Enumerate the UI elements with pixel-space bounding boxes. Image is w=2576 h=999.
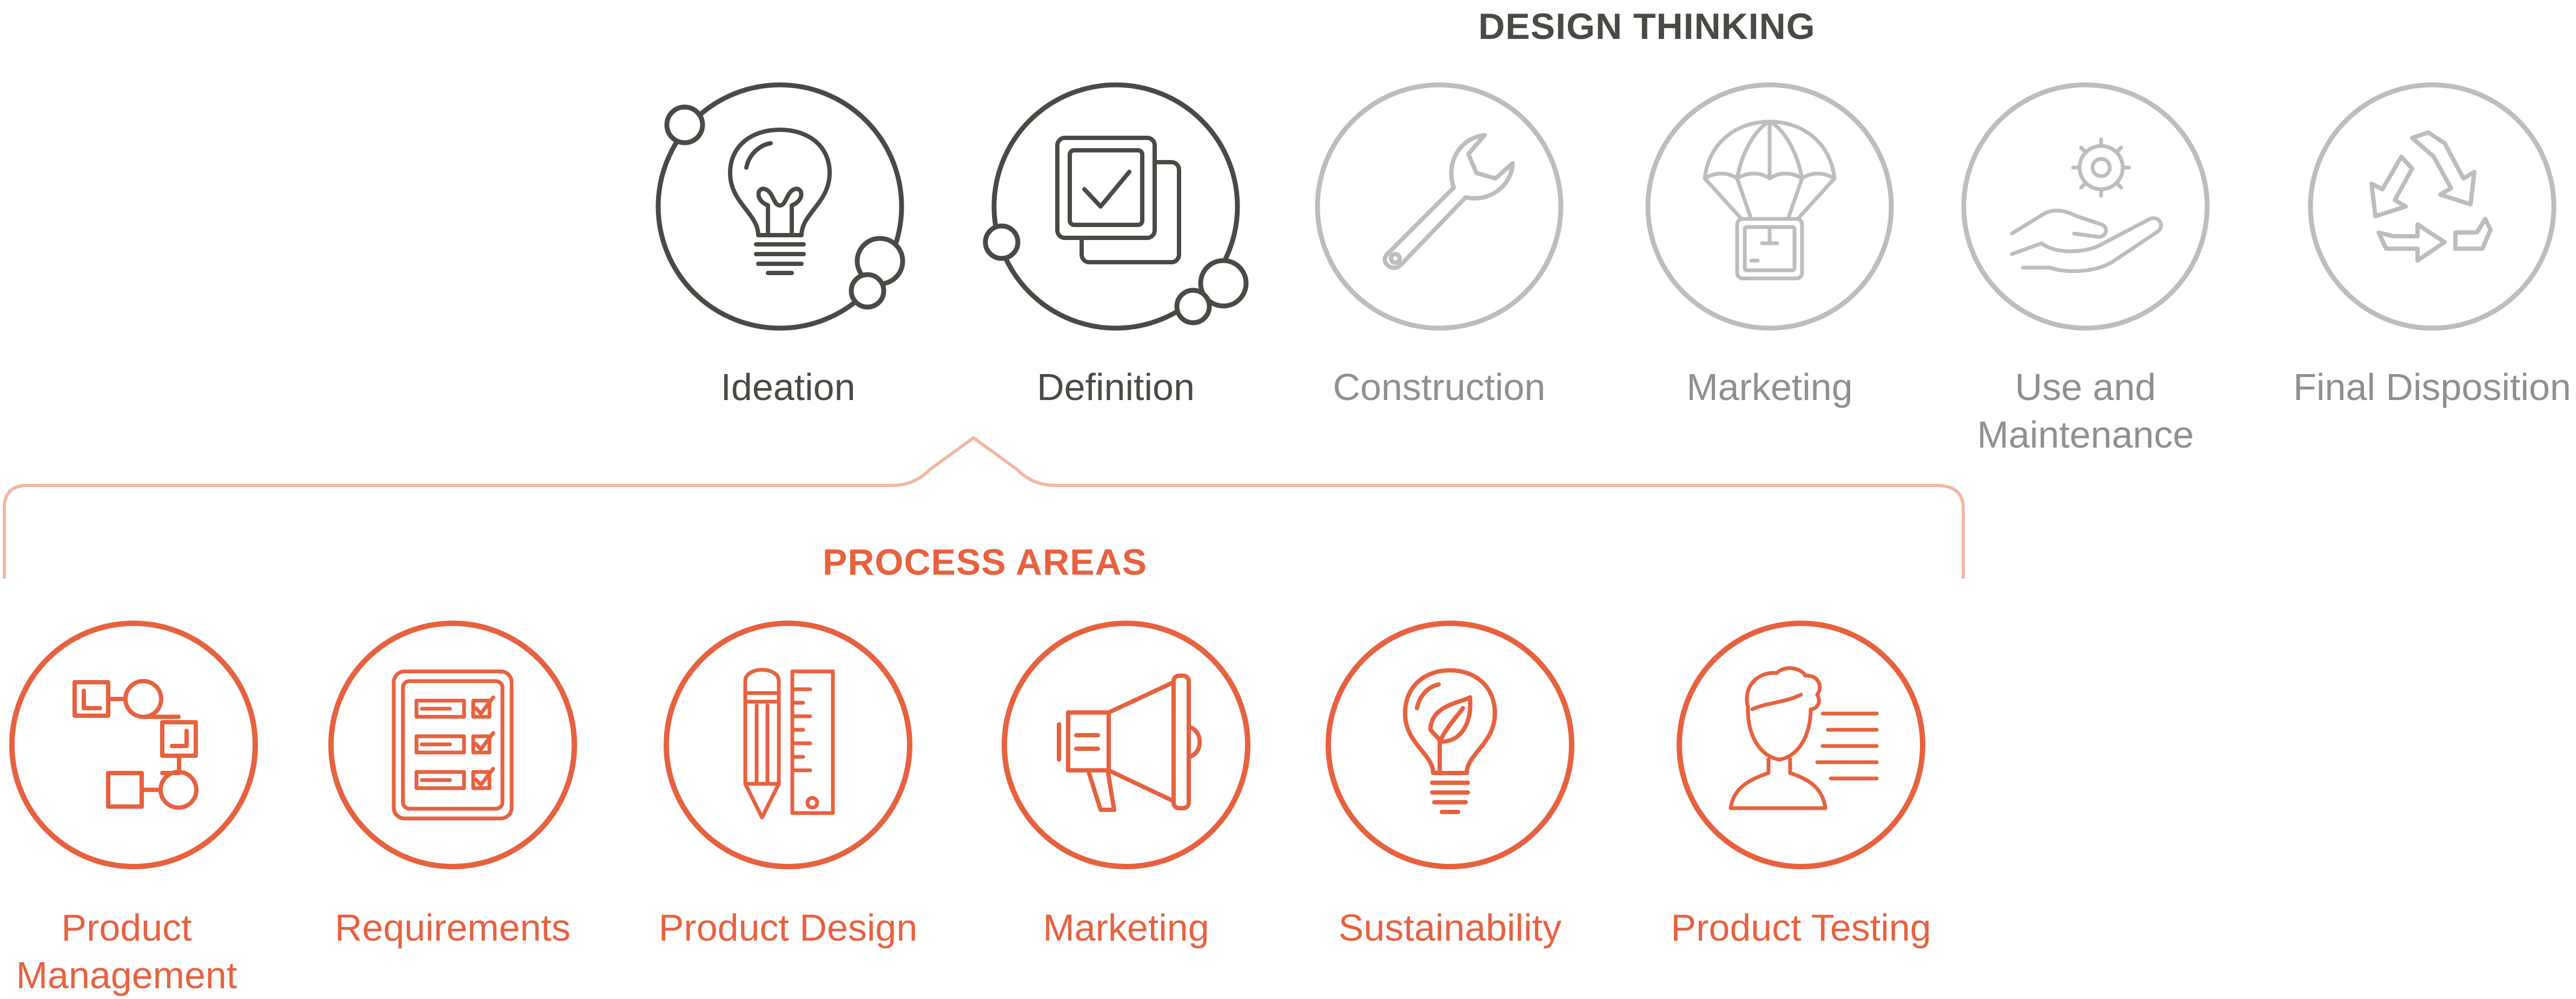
area-ring xyxy=(1677,621,1925,869)
label-line: Management xyxy=(16,954,237,996)
stage-ring xyxy=(1961,82,2210,331)
stage-label: Construction xyxy=(1333,366,1546,408)
area-ring xyxy=(1326,621,1574,869)
orbit-dot xyxy=(983,223,1021,261)
eco-bulb-icon xyxy=(1403,668,1497,814)
area-label: Marketing xyxy=(1043,907,1209,949)
area-ring xyxy=(328,621,577,869)
area-ring xyxy=(664,621,912,869)
label-line: Definition xyxy=(1037,366,1195,408)
hand-gear-icon xyxy=(2010,137,2163,274)
label-line: Final Disposition xyxy=(2293,366,2571,408)
stage-label: Definition xyxy=(1037,366,1195,408)
label-line: Marketing xyxy=(1043,907,1209,949)
stage-ideation: Ideation xyxy=(655,82,905,408)
stage-label: Ideation xyxy=(720,366,855,408)
area-label: Product Testing xyxy=(1671,907,1931,949)
process-area-marketing: Marketing xyxy=(1002,621,1250,949)
stage-ring xyxy=(991,82,1240,331)
stage-definition: Definition xyxy=(983,82,1249,408)
label-line: Product Design xyxy=(659,907,918,949)
stage-construction: Construction xyxy=(1315,82,1564,408)
area-label: Requirements xyxy=(335,907,571,949)
area-label: Sustainability xyxy=(1339,907,1561,949)
pencil-ruler-icon xyxy=(743,668,835,820)
process-areas-title: PROCESS AREAS xyxy=(823,542,1147,583)
process-areas-bracket xyxy=(3,436,1965,578)
orbit-dot xyxy=(1198,258,1249,309)
process-area-product-testing: Product Testing xyxy=(1671,621,1931,949)
label-line: Sustainability xyxy=(1339,907,1561,949)
stage-ring xyxy=(2308,82,2557,331)
wrench-icon xyxy=(1382,133,1515,270)
design-thinking-title: DESIGN THINKING xyxy=(1478,6,1815,47)
area-ring xyxy=(9,621,258,869)
checklist-icon xyxy=(392,669,514,821)
orbit-dot xyxy=(849,272,886,310)
area-label: Product Design xyxy=(659,907,918,949)
checkbox-cards-icon xyxy=(1055,136,1181,264)
megaphone-icon xyxy=(1057,674,1202,812)
stage-label: Marketing xyxy=(1686,366,1852,408)
label-line: Product xyxy=(61,907,191,949)
process-area-product-design: Product Design xyxy=(659,621,918,949)
recycle-icon xyxy=(2369,130,2493,263)
process-area-sustainability: Sustainability xyxy=(1326,621,1574,949)
workflow-icon xyxy=(72,679,198,810)
orbit-dot xyxy=(1174,288,1212,325)
label-line: Marketing xyxy=(1686,366,1852,408)
label-line: Maintenance xyxy=(1977,414,2194,456)
label-line: Ideation xyxy=(720,366,855,408)
parachute-box-icon xyxy=(1703,119,1837,281)
label-line: Construction xyxy=(1333,366,1546,408)
lightbulb-icon xyxy=(728,128,832,275)
stage-label: Final Disposition xyxy=(2293,366,2571,408)
process-area-requirements: Requirements xyxy=(328,621,577,949)
user-profile-icon xyxy=(1729,666,1879,810)
stage-ring xyxy=(1645,82,1894,331)
stage-marketing: Marketing xyxy=(1645,82,1894,408)
orbit-dot xyxy=(664,104,705,145)
label-line: Use and xyxy=(2015,366,2156,408)
area-ring xyxy=(1002,621,1250,869)
label-line: Product Testing xyxy=(1671,907,1931,949)
stage-ring xyxy=(1315,82,1564,331)
stage-ring xyxy=(655,82,904,331)
stage-final-disposition: Final Disposition xyxy=(2293,82,2571,408)
label-line: Requirements xyxy=(335,907,571,949)
